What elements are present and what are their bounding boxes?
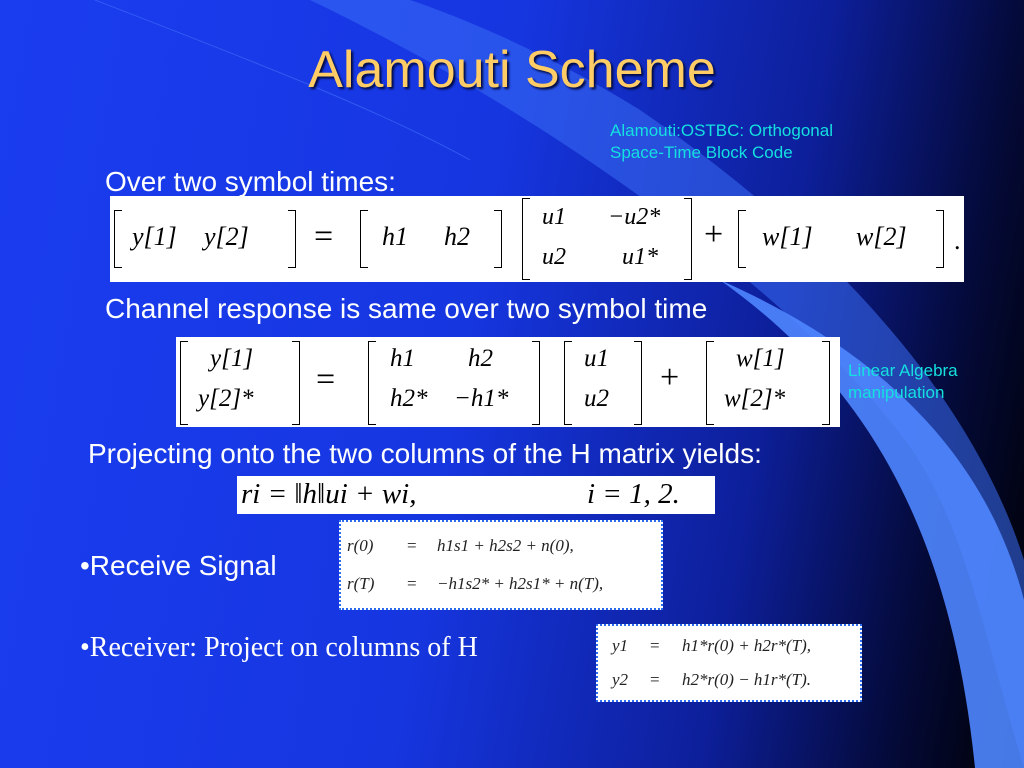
receive-row-1: r(0)=h1s1 + h2s2 + n(0),	[347, 536, 574, 555]
eq1-h2: h2	[444, 222, 470, 251]
eq1-plus: +	[704, 216, 724, 253]
equation-1-box: y[1] y[2] = h1 h2 u1 −u2* u2 u1* + w[1] …	[110, 196, 964, 282]
linear-algebra-note-line1: Linear Algebra	[848, 361, 958, 380]
channel-response-text: Channel response is same over two symbol…	[105, 293, 708, 324]
eq2-w1: w[1]	[736, 345, 785, 372]
receive-signal-text: •Receive Signal	[80, 550, 277, 581]
eq2-h22: −h1*	[454, 385, 509, 412]
ostbc-note: Alamouti:OSTBC: Orthogonal Space-Time Bl…	[610, 120, 833, 164]
slide-title: Alamouti Scheme	[308, 41, 716, 99]
eq1-w1: w[1]	[762, 222, 813, 251]
ostbc-note-line2: Space-Time Block Code	[610, 143, 793, 162]
receiver-project-text: •Receiver: Project on columns of H	[80, 632, 478, 663]
eq2-equals: =	[316, 361, 336, 398]
eq1-u12: −u2*	[608, 204, 661, 230]
eq1-y2: y[2]	[204, 222, 249, 251]
eq2-w2: w[2]*	[724, 385, 786, 412]
linear-algebra-note: Linear Algebra manipulation	[848, 360, 958, 404]
eq1-equals: =	[314, 218, 334, 255]
ostbc-note-line1: Alamouti:OSTBC: Orthogonal	[610, 121, 833, 140]
linear-algebra-note-line2: manipulation	[848, 383, 945, 402]
eq1-u22: u1*	[622, 244, 658, 270]
eq1-u21: u2	[542, 244, 566, 270]
eq1-u11: u1	[542, 204, 566, 230]
project-row-2: y2=h2*r(0) − h1r*(T).	[612, 670, 812, 689]
project-row-1: y1=h1*r(0) + h2r*(T),	[612, 636, 812, 655]
eq3-rhs: i = 1, 2.	[587, 478, 680, 510]
eq2-h11: h1	[390, 345, 415, 372]
over-two-symbol-times-text: Over two symbol times:	[105, 166, 396, 197]
eq3-lhs: ri = ‖h‖ui + wi,	[241, 478, 417, 510]
equation-2-box: y[1] y[2]* = h1 h2 h2* −h1* u1 u2 + w[1]…	[176, 337, 840, 427]
equation-3-box: ri = ‖h‖ui + wi, i = 1, 2.	[237, 476, 715, 514]
eq2-h21: h2*	[390, 385, 428, 412]
eq2-h12: h2	[468, 345, 493, 372]
eq1-h1: h1	[382, 222, 408, 251]
eq1-y1: y[1]	[132, 222, 177, 251]
projecting-text: Projecting onto the two columns of the H…	[88, 438, 762, 469]
eq1-period: .	[954, 226, 961, 255]
receive-equations-box: r(0)=h1s1 + h2s2 + n(0), r(T)=−h1s2* + h…	[339, 520, 663, 610]
receive-row-2: r(T)=−h1s2* + h2s1* + n(T),	[347, 574, 604, 593]
eq1-w2: w[2]	[856, 222, 907, 251]
eq2-y2: y[2]*	[198, 385, 254, 412]
projection-equations-box: y1=h1*r(0) + h2r*(T), y2=h2*r(0) − h1r*(…	[596, 624, 862, 702]
eq2-u1: u1	[584, 345, 609, 372]
eq2-u2: u2	[584, 385, 609, 412]
eq2-y1: y[1]	[210, 345, 254, 372]
eq2-plus: +	[660, 359, 680, 396]
